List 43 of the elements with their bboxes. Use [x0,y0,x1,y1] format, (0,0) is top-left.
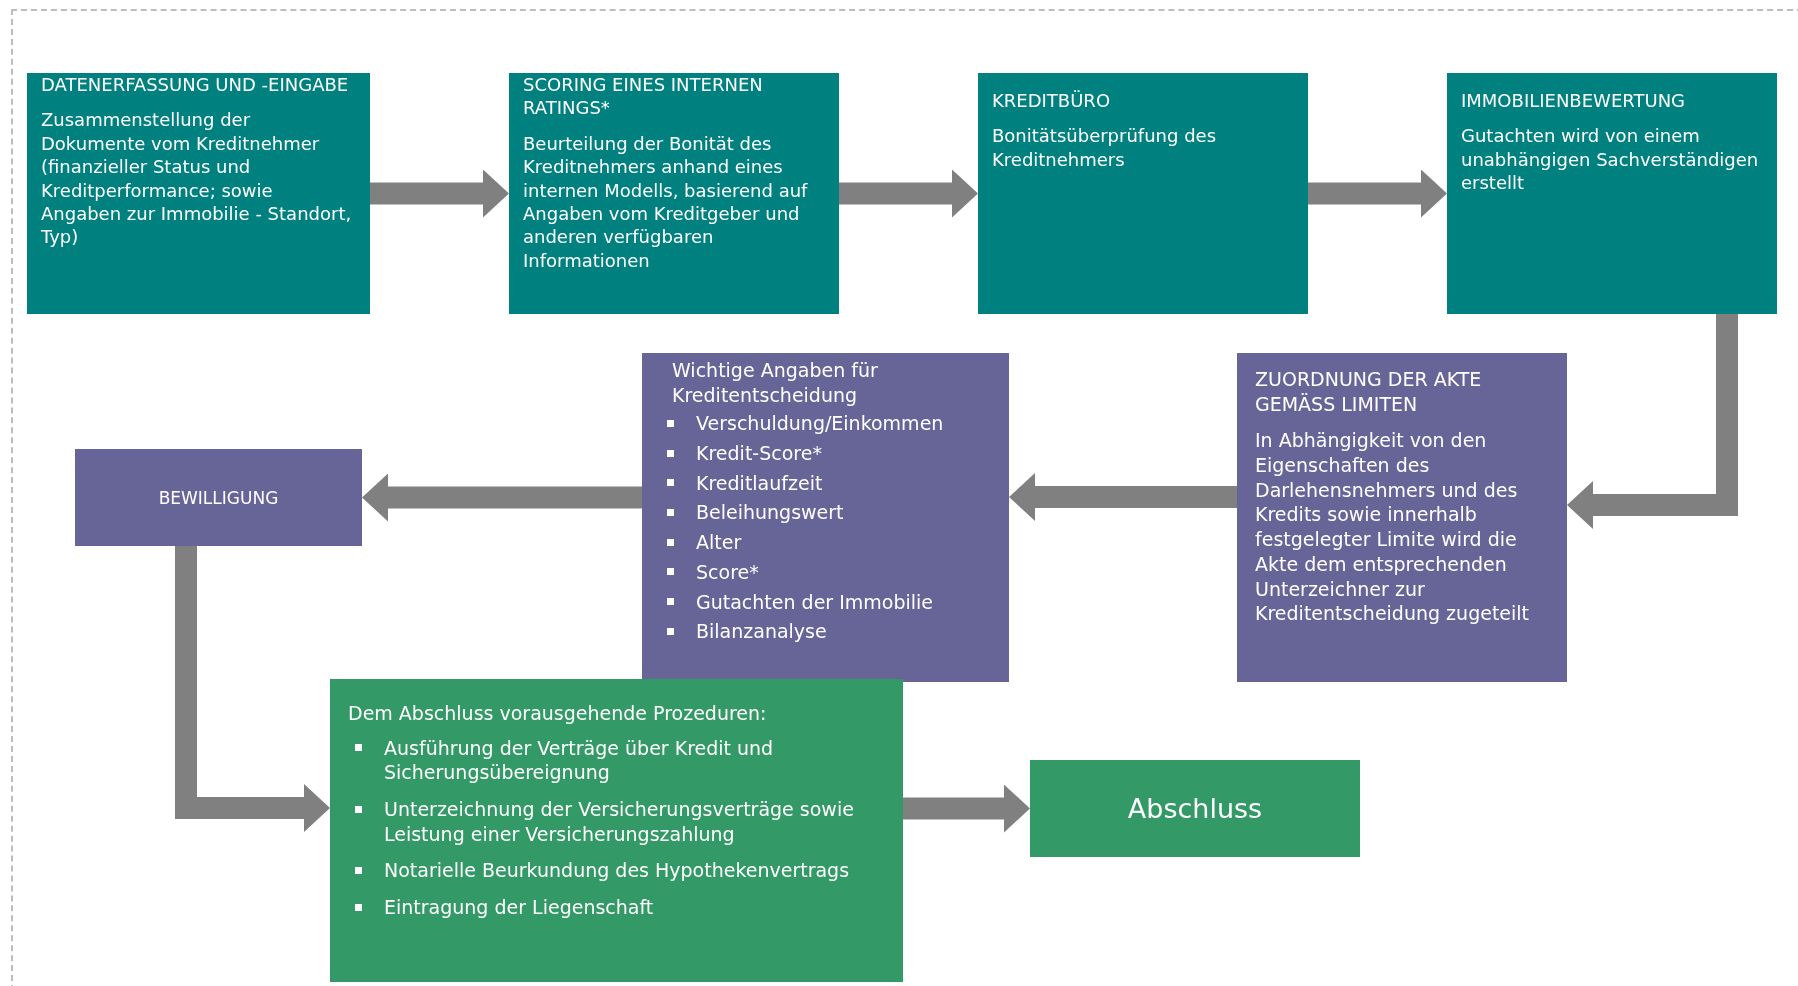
box-heading: Wichtige Angaben für Kreditentscheidung [671,358,879,408]
box-description: Beurteilung der Bonität des Kreditnehmers anhand eines internen Modells, basierend auf Angaben vom Kreditgeber und anderen verfügbaren Informationen [523,131,809,273]
process-box [330,679,903,982]
bullet-item: Alter [660,530,991,555]
bullet-item: Score* [660,559,991,585]
process-box [1030,760,1360,857]
bullet-item: Kreditlaufzeit [660,470,991,496]
process-box [27,73,370,314]
process-box [509,73,839,314]
box-description: In Abhängigkeit von den Eigenschaften des Darlehensnehmers und des Kredits sowie innerhalb festgelegter Limite wird die Akte dem entsprechenden Unterzeichner zur Kreditentscheidung zugeteilt [1255,428,1531,626]
box-label: Abschluss [1127,793,1263,824]
process-box [642,353,1009,682]
box-heading: ZUORDNUNG DER AKTE GEMÄSS LIMITEN [1255,367,1483,417]
block-arrow [903,784,1030,833]
process-box [1447,73,1777,314]
block-arrow [175,546,330,832]
block-arrow [370,169,509,218]
box-heading: SCORING EINES INTERNEN RATINGS* [523,73,764,120]
block-arrow [1009,473,1237,521]
bullet-item: Unterzeichnung der Versicherungsverträge sowie Leistung einer Versicherungszahlung [348,797,885,847]
box-heading: IMMOBILIENBEWERTUNG [1461,89,1687,113]
bullet-item: Verschuldung/Einkommen [660,411,991,437]
bullet-item: Ausführung der Verträge über Kredit und Sicherungsübereignung [348,735,885,786]
box-description: Zusammenstellung der Dokumente vom Kreditnehmer (finanzieller Status und Kreditperformance; sowie Angaben zur Immobilie - Standort, Typ) [41,108,353,249]
box-label: BEWILLIGUNG [158,487,279,508]
box-heading: DATENERFASSUNG UND -EINGABE [41,73,350,97]
block-arrow [1308,169,1447,218]
block-arrow [839,169,978,218]
process-box [1237,353,1567,682]
block-arrow [362,473,642,522]
bullet-item: Kredit-Score* [660,441,991,466]
box-description: Gutachten wird von einem unabhängigen Sachverständigen erstellt [1461,124,1760,195]
block-arrow [1567,314,1738,529]
bullet-item: Eintragung der Liegenschaft [348,895,885,920]
process-box [75,449,362,546]
bullet-item: Bilanzanalyse [660,619,991,644]
box-heading: Dem Abschluss vorausgehende Prozeduren: [348,701,768,726]
bullet-item: Gutachten der Immobilie [660,589,991,615]
box-description: Bonitätsüberprüfung des Kreditnehmers [992,124,1217,172]
process-box [978,73,1308,314]
bullet-item: Notarielle Beurkundung des Hypothekenvertrags [348,858,885,884]
box-heading: KREDITBÜRO [992,89,1112,113]
bullet-item: Beleihungswert [660,500,991,526]
